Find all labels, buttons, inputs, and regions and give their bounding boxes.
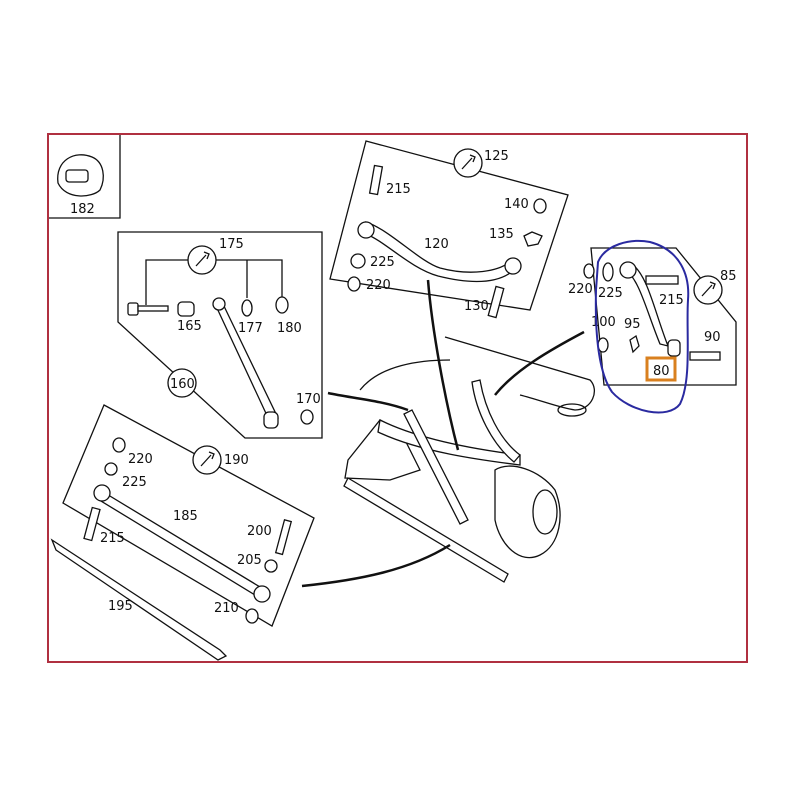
label-140: 140 xyxy=(504,197,529,212)
label-215-b: 215 xyxy=(659,293,684,308)
spring-link-group: 190 220 225 185 215 200 205 210 195 xyxy=(50,404,315,661)
clip-182-box: 182 xyxy=(49,135,121,219)
diagram-frame xyxy=(47,133,748,663)
label-195: 195 xyxy=(108,599,133,614)
label-165: 165 xyxy=(177,319,202,334)
hand-drawn-circle-annotation xyxy=(594,239,690,414)
cover-plate xyxy=(50,538,228,661)
label-125: 125 xyxy=(484,149,509,164)
label-215-c: 215 xyxy=(100,531,125,546)
label-100: 100 xyxy=(591,315,616,330)
upper-arm-group: 85 220 225 215 100 95 90 80 xyxy=(568,239,737,414)
label-90: 90 xyxy=(704,330,721,345)
label-120: 120 xyxy=(424,237,449,252)
label-220-a: 220 xyxy=(366,278,391,293)
tie-rod xyxy=(215,301,279,423)
label-190: 190 xyxy=(224,453,249,468)
label-225-c: 225 xyxy=(122,475,147,490)
label-135: 135 xyxy=(489,227,514,242)
label-225-b: 225 xyxy=(598,286,623,301)
tie-rod-group: 175 165 177 180 170 160 xyxy=(117,231,323,439)
label-185: 185 xyxy=(173,509,198,524)
camber-strut-group: 125 215 140 135 120 225 220 130 xyxy=(329,140,569,319)
leader-arrows xyxy=(301,279,585,588)
label-160: 160 xyxy=(170,377,195,392)
label-95: 95 xyxy=(624,317,641,332)
label-177: 177 xyxy=(238,321,263,336)
label-215-a: 215 xyxy=(386,182,411,197)
label-220-b: 220 xyxy=(568,282,593,297)
label-85: 85 xyxy=(720,269,737,284)
label-180: 180 xyxy=(277,321,302,336)
axle-assembly-illustration xyxy=(343,336,595,583)
label-205: 205 xyxy=(237,553,262,568)
label-225-a: 225 xyxy=(370,255,395,270)
label-182: 182 xyxy=(70,202,95,217)
highlight-box-80 xyxy=(645,356,677,382)
label-200: 200 xyxy=(247,524,272,539)
label-130: 130 xyxy=(464,299,489,314)
label-220-c: 220 xyxy=(128,452,153,467)
label-170: 170 xyxy=(296,392,321,407)
label-80: 80 xyxy=(653,364,670,379)
label-210: 210 xyxy=(214,601,239,616)
label-175: 175 xyxy=(219,237,244,252)
